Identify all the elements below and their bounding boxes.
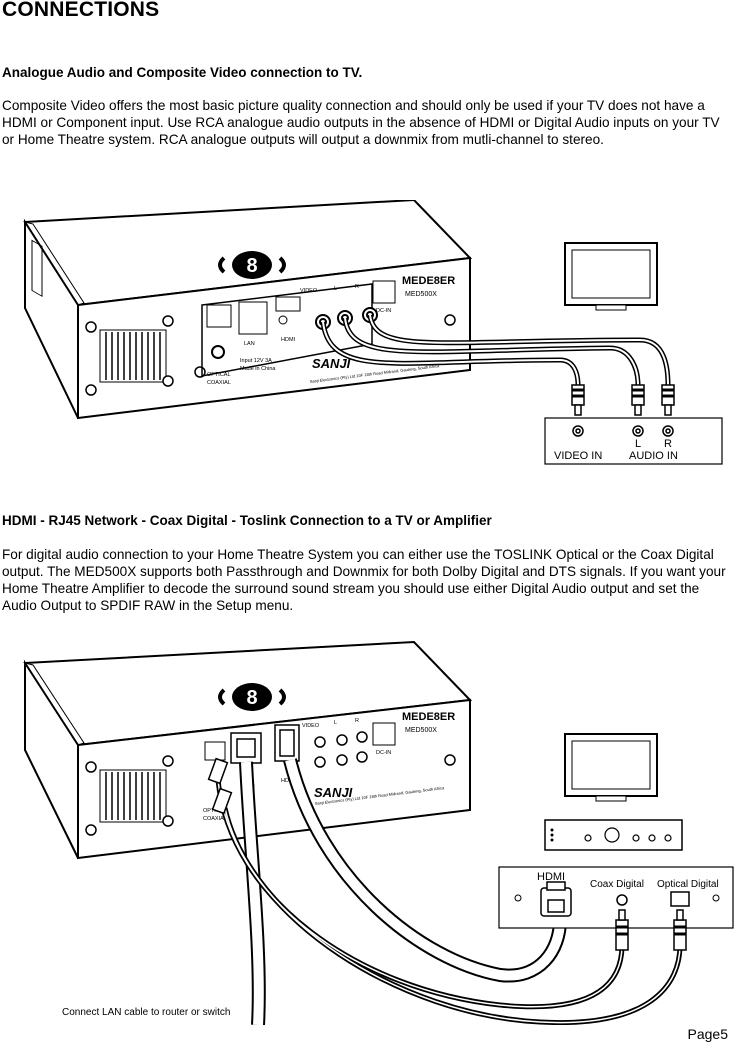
tv-video-in-label: VIDEO IN <box>554 450 602 462</box>
model-label: MED500X <box>405 727 437 734</box>
port-label-r: R <box>355 284 359 290</box>
analogue-connection-diagram: 8 VIDEO L R DC-IN LAN HDMI OPTICAL COAXI… <box>0 200 734 470</box>
port-label-dcin: DC-IN <box>376 750 391 756</box>
hdmi-port <box>276 297 300 311</box>
vent-grille <box>100 770 166 822</box>
tv-icon <box>565 243 657 310</box>
section-body-digital: For digital audio connection to your Hom… <box>2 546 727 614</box>
digital-connection-diagram: 8 VIDEO L R DC-IN LAN HDMI OPTICAL COAXI… <box>0 640 734 1025</box>
port-label-coaxial: COAXIAL <box>207 380 231 386</box>
tv-label-r: R <box>664 438 672 450</box>
brand-wordmark: MEDE8ER <box>402 275 455 287</box>
port-label-l: L <box>334 720 337 726</box>
port-label-video: VIDEO <box>300 288 318 294</box>
section-heading-analogue: Analogue Audio and Composite Video conne… <box>2 65 362 80</box>
port-label-optical: OPTICAL <box>207 372 231 378</box>
optical-port <box>205 742 225 760</box>
port-label-r: R <box>355 718 359 724</box>
made-in: Made in China <box>240 366 276 372</box>
coaxial-port <box>212 346 224 358</box>
input-rating: Input 12V 3A <box>240 358 272 364</box>
dcin-port <box>373 281 395 303</box>
optical-port <box>207 305 231 327</box>
port-label-hdmi: HDMI <box>281 337 296 343</box>
tv-label-l: L <box>635 438 641 450</box>
maker-logo: SANJI <box>312 356 351 371</box>
vent-grille <box>100 330 166 382</box>
lan-port <box>239 302 267 334</box>
tv-icon <box>565 734 657 801</box>
page-title: CONNECTIONS <box>2 0 159 22</box>
lan-note: Connect LAN cable to router or switch <box>62 1007 230 1018</box>
coax-input-port <box>617 895 627 905</box>
amp-hdmi-label: HDMI <box>537 871 565 883</box>
port-label-dcin: DC-IN <box>376 308 391 314</box>
amp-input-panel <box>499 867 733 928</box>
amplifier-icon <box>545 820 682 850</box>
maker-logo: SANJI <box>314 785 353 800</box>
port-label-video: VIDEO <box>302 723 320 729</box>
port-label-lan: LAN <box>244 341 255 347</box>
port-label-l: L <box>334 286 337 292</box>
model-label: MED500X <box>405 291 437 298</box>
svg-text:8: 8 <box>246 687 257 709</box>
brand-wordmark: MEDE8ER <box>402 711 455 723</box>
amp-coax-label: Coax Digital <box>590 879 644 890</box>
page-number: Page5 <box>688 1026 728 1042</box>
amp-optical-label: Optical Digital <box>657 879 719 890</box>
optical-input-port <box>671 892 689 906</box>
svg-text:8: 8 <box>246 255 257 277</box>
dcin-port <box>373 723 395 745</box>
section-heading-digital: HDMI - RJ45 Network - Coax Digital - Tos… <box>2 513 492 528</box>
tv-audio-in-label: AUDIO IN <box>629 450 678 462</box>
section-body-analogue: Composite Video offers the most basic pi… <box>2 97 727 148</box>
